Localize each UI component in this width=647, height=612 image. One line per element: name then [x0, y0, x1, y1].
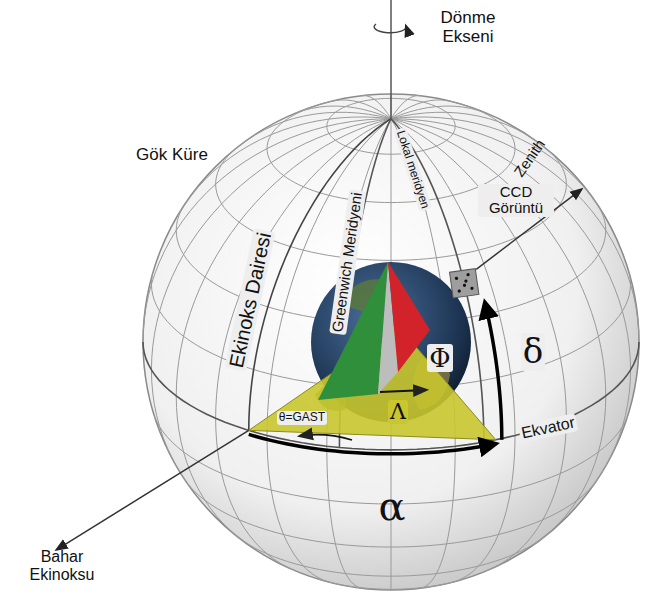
direction-lines	[57, 189, 582, 549]
local-plane	[388, 262, 430, 372]
parallel-line	[235, 535, 547, 577]
sphere-grid	[143, 94, 639, 590]
sky-sphere	[143, 94, 639, 590]
longitude-arrow	[380, 390, 426, 392]
meridian-line	[329, 100, 391, 119]
meridian-line	[176, 119, 391, 538]
vernal-equinox-arrow	[57, 430, 249, 549]
greenwich-plane	[318, 262, 388, 400]
gast-arrow	[300, 435, 352, 440]
ccd-image	[450, 269, 479, 298]
rotation-arrow	[374, 24, 406, 33]
right-ascension-arc	[249, 434, 496, 453]
declination-arc	[485, 302, 502, 439]
angle-arcs	[249, 269, 502, 454]
meridian-line	[391, 112, 543, 146]
label: Bahar Ekinoksu	[14, 548, 110, 583]
angle-triangles	[249, 262, 496, 440]
label: CCD Görüntü	[478, 184, 554, 217]
parallel-line	[184, 478, 599, 547]
label: α	[378, 484, 405, 528]
label: θ=GAST	[277, 411, 327, 424]
label: Λ	[388, 400, 408, 424]
meridian-line	[391, 100, 453, 119]
parallel-line	[318, 579, 464, 589]
label: Dönme Ekseni	[433, 9, 503, 46]
label: Φ	[427, 344, 452, 373]
label: δ	[521, 333, 545, 370]
label: Gök Küre	[136, 146, 208, 165]
rotation-axis	[390, 0, 392, 120]
